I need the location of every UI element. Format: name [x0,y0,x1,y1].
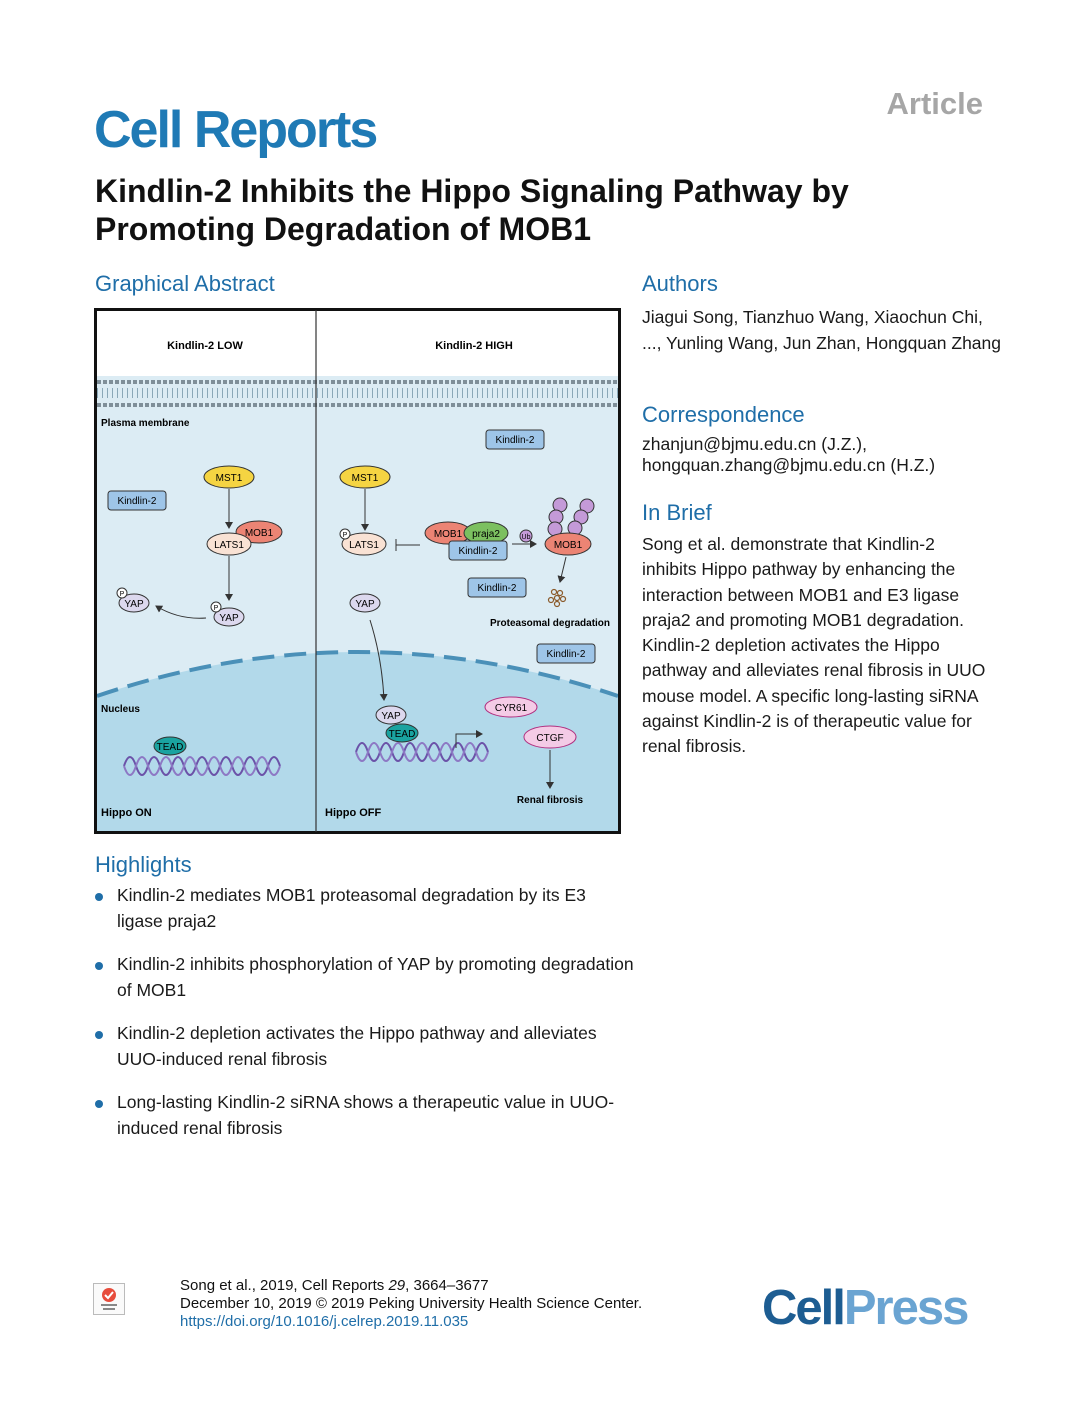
mst1-node-right [339,465,391,489]
authors-heading: Authors [642,271,718,296]
graphical-abstract-heading: Graphical Abstract [95,271,275,296]
yap-node-nucleus [375,705,407,725]
citation-line-1: Song et al., 2019, Cell Reports 29, 3664… [180,1277,489,1294]
tead-node-right [385,723,419,743]
citation-block: Song et al., 2019, Cell Reports 29, 3664… [180,1277,642,1331]
tead-node-left [153,736,187,756]
svg-text:Kindlin-2: Kindlin-2 [118,496,157,507]
email-link-2[interactable]: hongquan.zhang@bjmu.edu.cn (H.Z.) [642,455,936,475]
correspondence-emails: zhanjun@bjmu.edu.cn (J.Z.), hongquan.zha… [642,434,1002,476]
svg-text:MST1: MST1 [216,473,243,484]
plasma-membrane [97,378,618,408]
mob1-ub-node [544,532,592,556]
svg-text:LATS1: LATS1 [214,540,244,551]
kindlin2-box-left [107,490,167,511]
highlights-heading: Highlights [95,852,192,877]
authors-list: Jiagui Song, Tianzhuo Wang, Xiaochun Chi… [642,307,1001,353]
svg-text:Kindlin-2: Kindlin-2 [478,583,517,594]
svg-text:YAP: YAP [355,599,375,610]
lats1-node-left [206,532,252,556]
bullet-icon [95,1100,103,1108]
svg-text:LATS1: LATS1 [349,540,379,551]
highlight-item: Long-lasting Kindlin-2 siRNA shows a the… [95,1090,635,1141]
svg-text:MOB1: MOB1 [245,528,274,539]
svg-text:TEAD: TEAD [157,742,184,753]
doi-link[interactable]: https://doi.org/10.1016/j.celrep.2019.11… [180,1313,469,1330]
svg-text:YAP: YAP [381,711,401,722]
right-panel-title: Kindlin-2 HIGH [435,340,513,352]
highlight-item: Kindlin-2 mediates MOB1 proteasomal degr… [95,883,635,934]
svg-text:praja2: praja2 [472,529,500,540]
phospho-icon [116,587,128,599]
in-brief-heading: In Brief [642,500,712,525]
svg-text:CYR61: CYR61 [495,703,528,714]
svg-text:CTGF: CTGF [536,733,563,744]
kindlin2-box-low [536,643,596,664]
nuclear-envelope [96,650,619,698]
cyr61-node [484,696,538,718]
graphical-abstract-figure: Kindlin-2 LOW Kindlin-2 HIGH Plasma memb… [94,308,621,834]
svg-text:MOB1: MOB1 [434,529,463,540]
svg-text:Kindlin-2: Kindlin-2 [459,546,498,557]
article-title: Kindlin-2 Inhibits the Hippo Signaling P… [95,173,849,247]
yap-p-node-1 [118,593,150,613]
hippo-off-label: Hippo OFF [325,807,381,819]
nucleus-region [97,652,618,831]
bullet-icon [95,1031,103,1039]
email-link-1[interactable]: zhanjun@bjmu.edu.cn (J.Z.), [642,434,867,454]
bullet-icon [95,962,103,970]
highlight-item: Kindlin-2 inhibits phosphorylation of YA… [95,952,635,1003]
bullet-icon [95,893,103,901]
cellpress-logo: CellPress [762,1281,969,1335]
ubiquitin-icon [519,529,533,543]
left-panel-title: Kindlin-2 LOW [167,340,243,352]
svg-text:P: P [120,591,125,598]
membrane-label: Plasma membrane [101,418,190,429]
ubiquitin-chain [547,497,595,537]
svg-text:MST1: MST1 [352,473,379,484]
mst1-node [203,465,255,489]
in-brief-text: Song et al. demonstrate that Kindlin-2 i… [642,534,986,757]
svg-text:Kindlin-2: Kindlin-2 [496,435,535,446]
phospho-icon [339,528,351,540]
correspondence-heading: Correspondence [642,402,805,427]
svg-text:P: P [343,532,348,539]
renal-fibrosis-label: Renal fibrosis [517,795,584,806]
svg-text:Kindlin-2: Kindlin-2 [547,649,586,660]
citation-line-2: December 10, 2019 © 2019 Peking Universi… [180,1295,643,1312]
kindlin2-complex-box [448,540,508,561]
yap-p-node-2 [213,607,245,627]
nucleus-label: Nucleus [101,704,140,715]
article-type: Article [886,86,983,121]
hippo-on-label: Hippo ON [101,807,152,819]
kindlin2-box-top [485,429,545,450]
check-for-updates-icon[interactable] [93,1283,125,1315]
proteasome-fragments-icon [547,588,567,608]
svg-text:Ub: Ub [522,534,531,541]
proteasomal-degradation-label: Proteasomal degradation [490,618,610,629]
svg-text:P: P [214,605,219,612]
svg-text:TEAD: TEAD [389,729,416,740]
yap-node-right [349,593,381,613]
svg-text:YAP: YAP [124,599,144,610]
highlights-list: Kindlin-2 mediates MOB1 proteasomal degr… [95,883,635,1159]
lats1-node-right [341,532,387,556]
svg-text:YAP: YAP [219,613,239,624]
phospho-icon [210,601,222,613]
journal-logo: Cell Reports [94,101,378,159]
ctgf-node [523,725,577,749]
kindlin2-box-mid [467,577,527,598]
dna-helix-left [123,756,281,776]
highlight-item: Kindlin-2 depletion activates the Hippo … [95,1021,635,1072]
dna-helix-right [355,742,489,762]
svg-text:MOB1: MOB1 [554,540,583,551]
